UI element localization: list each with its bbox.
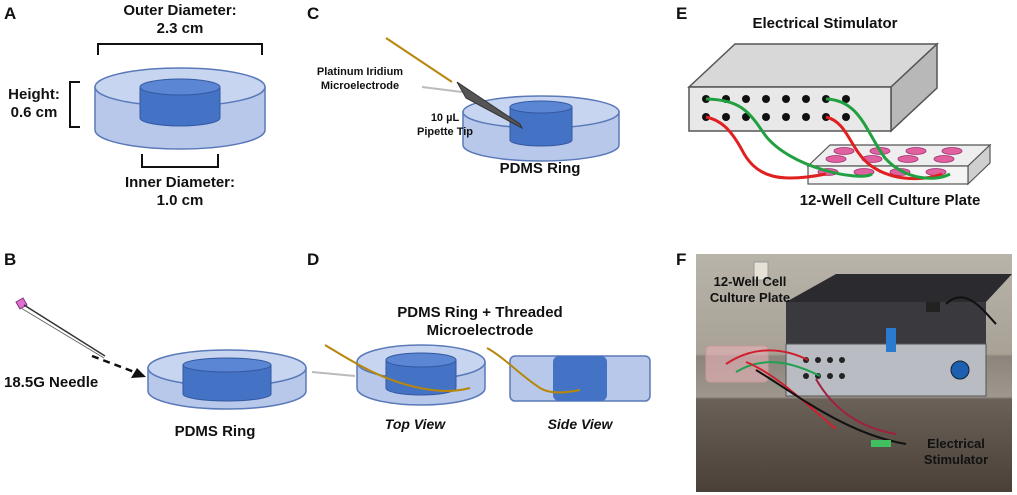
inner-diameter-bracket xyxy=(141,154,219,168)
outer-diameter-value: 2.3 cm xyxy=(156,20,204,37)
outer-diameter-label: Outer Diameter: xyxy=(123,2,237,19)
panel-label-b: B xyxy=(4,250,17,269)
inner-diameter-value: 1.0 cm xyxy=(156,192,204,209)
inner-diameter-label: Inner Diameter: xyxy=(124,174,236,191)
panel-d-top-view-ring xyxy=(356,344,486,406)
panel-label-f: F xyxy=(676,250,687,269)
photo-plate-label-line2: Culture Plate xyxy=(709,290,791,305)
stimulator-wires xyxy=(705,97,951,181)
electrode-wire-c xyxy=(385,37,453,83)
pipette-label-line2: Pipette Tip xyxy=(416,126,474,138)
stimulator-label: Electrical Stimulator xyxy=(752,15,898,32)
panel-label-c: C xyxy=(307,4,320,23)
pipette-tip xyxy=(456,81,524,130)
height-value: 0.6 cm xyxy=(10,104,58,121)
insertion-arrow xyxy=(91,354,138,375)
electrode-label-line1: Platinum Iridium xyxy=(316,66,404,78)
photo-stimulator-label-line1: Electrical xyxy=(927,436,985,451)
panel-d-side-view xyxy=(509,355,651,402)
panel-c-ring xyxy=(462,95,620,162)
needle-label: 18.5G Needle xyxy=(4,374,99,391)
stimulator-box xyxy=(687,42,939,133)
pipette-label-line1: 10 µL xyxy=(430,112,460,124)
panel-d-title-line1: PDMS Ring + Threaded xyxy=(397,304,563,321)
needle-shaft xyxy=(23,304,106,357)
plate-label: 12-Well Cell Culture Plate xyxy=(799,192,981,209)
panel-c-ring-label: PDMS Ring xyxy=(499,160,581,177)
height-label: Height: xyxy=(8,86,60,103)
photo-plate-label-line1: 12-Well Cell xyxy=(713,274,787,289)
threaded-electrode-side xyxy=(486,347,581,394)
panel-label-a: A xyxy=(4,4,17,23)
height-bracket xyxy=(69,81,80,128)
needle-hub xyxy=(15,297,28,310)
threaded-electrode-top xyxy=(324,344,471,392)
top-view-label: Top View xyxy=(384,416,446,432)
photo-stimulator-label-line2: Stimulator xyxy=(923,452,989,467)
panel-b-ring-label: PDMS Ring xyxy=(174,423,256,440)
panel-d-title-line2: Microelectrode xyxy=(426,322,534,339)
setup-photo: 12-Well Cell Culture Plate Electrical St… xyxy=(696,254,1012,492)
panel-b-ring xyxy=(147,349,307,410)
setup-photo-graphics xyxy=(705,261,1012,447)
panel-label-d: D xyxy=(307,250,320,269)
outer-diameter-bracket xyxy=(97,43,263,55)
panel-a-ring xyxy=(94,67,266,150)
electrode-label-line2: Microelectrode xyxy=(320,80,400,92)
panel-label-e: E xyxy=(676,4,688,23)
side-view-label: Side View xyxy=(547,416,613,432)
